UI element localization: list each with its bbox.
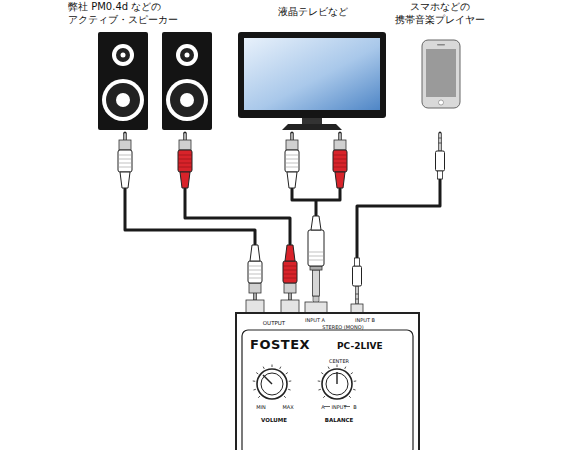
device-plugs: [436, 133, 445, 179]
balance-knob: [322, 369, 352, 399]
speaker-left: [106, 83, 140, 117]
tick-mark: [263, 367, 264, 369]
lcd-tv: [238, 32, 386, 130]
lcd-tv: [282, 124, 342, 130]
speaker-left: [116, 93, 130, 107]
unit-housing: [235, 312, 420, 450]
speaker-left: [98, 32, 148, 130]
unit-housing: [242, 330, 413, 450]
player-node: スマホなどの 携帯音楽プレイヤー: [385, 0, 495, 133]
tick-mark: [321, 373, 323, 374]
volume-knob: [257, 369, 287, 399]
lcd-tv: [302, 118, 322, 124]
dial-label: CENTER: [329, 359, 349, 365]
knob-ticks: [253, 365, 357, 398]
jack-label: INPUT B: [355, 318, 375, 324]
device-plugs: [118, 133, 132, 188]
tick-mark: [289, 380, 291, 381]
dial-label: INPUT: [332, 405, 347, 411]
smartphone: [439, 100, 444, 105]
model-name: PC-2LIVE: [337, 341, 383, 351]
tick-mark: [258, 396, 260, 398]
speaker-right: [162, 32, 212, 130]
speaker-left: [98, 32, 148, 130]
tick-mark: [272, 365, 273, 368]
audio-cable: [125, 133, 290, 312]
tick-mark: [353, 389, 355, 391]
unit-plugs: [248, 216, 362, 304]
tick-mark: [256, 373, 258, 374]
smartphone: [437, 44, 445, 46]
jack-label: INPUT A: [305, 318, 325, 324]
speaker-right: [176, 44, 198, 66]
unit-housing: [235, 300, 420, 450]
dial-label: B: [353, 405, 356, 411]
tick-mark: [284, 396, 286, 398]
tick-mark: [253, 389, 255, 391]
tick-mark: [345, 367, 346, 369]
audio-cable: [357, 133, 440, 312]
speaker-left: [112, 44, 134, 66]
tick-mark: [349, 396, 351, 398]
smartphone: [426, 49, 456, 97]
volume-knob: [263, 375, 272, 384]
device-plugs: [285, 133, 299, 188]
lcd-tv: [244, 38, 380, 110]
device-label: 液晶テレビなど: [235, 6, 390, 19]
device-plugs: [333, 133, 347, 188]
volume-knob: [261, 373, 283, 395]
tick-mark: [288, 389, 290, 391]
device-plugs: [178, 133, 192, 188]
tick-mark: [337, 365, 338, 368]
tick-mark: [286, 373, 288, 374]
tick-mark: [328, 367, 329, 369]
speaker-node: 弊社 PM0.4d などの アクティブ・スピーカー: [60, 0, 225, 133]
tick-mark: [318, 380, 320, 381]
speaker-right: [170, 83, 204, 117]
tick-mark: [318, 389, 320, 391]
jack-label: OUTPUT: [263, 320, 285, 326]
speaker-right: [180, 48, 194, 62]
balance-knob: [336, 372, 337, 384]
unit-plugs: [283, 245, 297, 300]
brand-logo: FOSTEX: [250, 338, 310, 353]
balance-knob: [322, 369, 352, 399]
speaker-right: [185, 53, 190, 58]
unit-plugs: [353, 258, 362, 304]
dial-label: MAX: [282, 405, 293, 411]
unit-plugs: [308, 216, 324, 304]
lcd-tv: [238, 32, 386, 118]
control-name: VOLUME: [261, 417, 287, 423]
balance-knob: [326, 373, 348, 395]
device-plugs: [118, 133, 445, 188]
tick-mark: [253, 380, 255, 381]
tv-node: 液晶テレビなど: [235, 0, 392, 133]
speaker-right: [162, 32, 212, 130]
tick-mark: [280, 367, 281, 369]
speaker-left: [102, 79, 144, 121]
dial-label: MIN: [256, 405, 266, 411]
control-name: BALANCE: [325, 417, 354, 423]
tick-mark: [354, 380, 356, 381]
volume-knob: [257, 369, 287, 399]
smartphone: [422, 40, 460, 108]
device-label: スマホなどの 携帯音楽プレイヤー: [390, 1, 490, 26]
tick-mark: [351, 373, 353, 374]
mixer-unit: OUTPUTINPUT ASTEREO (MONO)INPUT BFOSTEXP…: [235, 312, 420, 450]
device-label: 弊社 PM0.4d などの アクティブ・スピーカー: [68, 1, 186, 26]
speaker-right: [180, 93, 194, 107]
unit-plugs: [248, 245, 262, 300]
speaker-right: [166, 79, 208, 121]
speaker-left: [121, 53, 126, 58]
dial-label: A: [321, 405, 324, 411]
jack-label: STEREO (MONO): [322, 325, 363, 331]
smartphone: [422, 40, 460, 108]
speaker-left: [116, 48, 130, 62]
tick-mark: [323, 396, 325, 398]
